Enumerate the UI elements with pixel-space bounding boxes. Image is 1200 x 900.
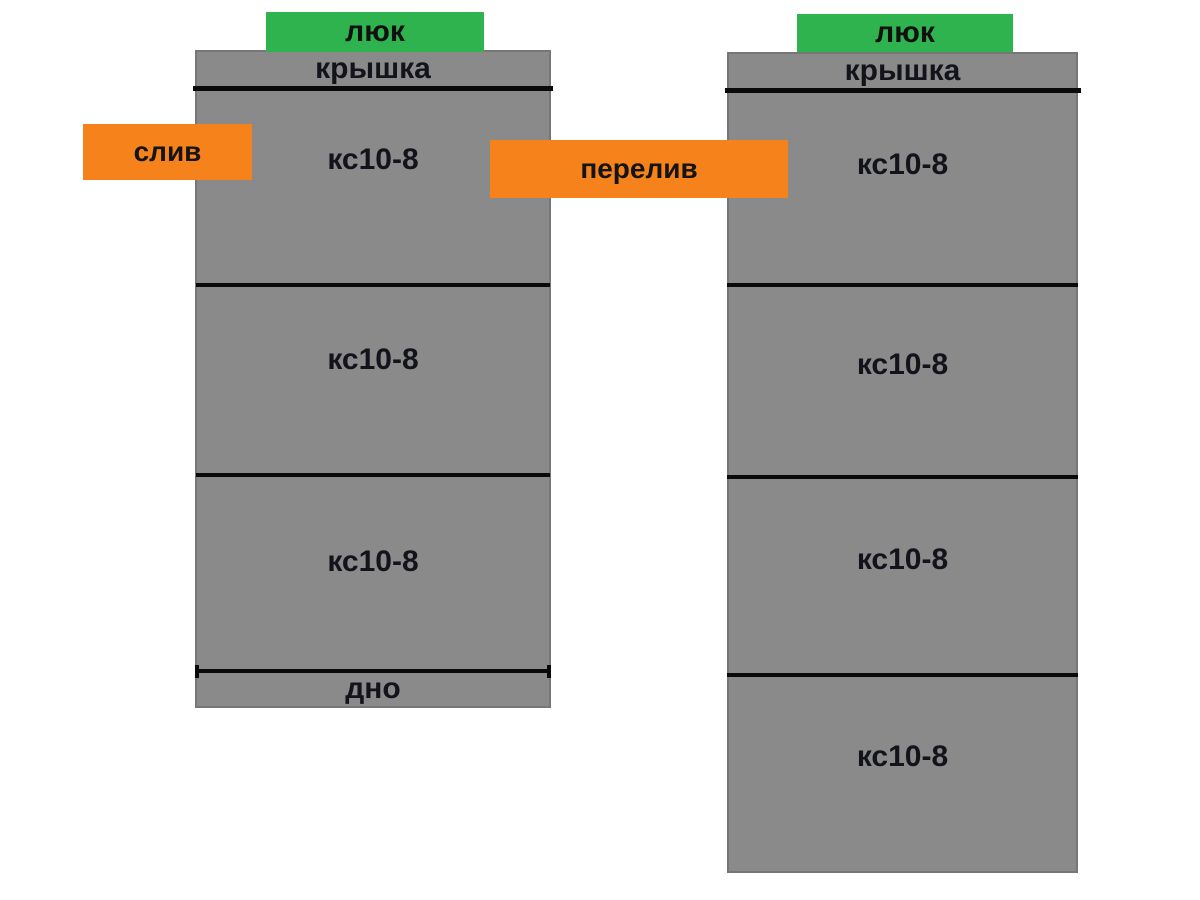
- left-bottom-label: дно: [345, 672, 401, 705]
- left-cover-joint-line: [193, 86, 553, 91]
- left-ring-section-1: кс10-8: [195, 140, 551, 180]
- left-ring-joint-line-2: [196, 473, 550, 477]
- bottom-line-right-tick: [547, 665, 551, 678]
- left-ring-section-3: кс10-8: [195, 542, 551, 582]
- left-ring-section-2: кс10-8: [195, 340, 551, 380]
- left-hatch-block: люк: [266, 12, 484, 52]
- right-ring-section-4: кс10-8: [727, 737, 1078, 777]
- left-cover-band: крышка: [195, 52, 551, 86]
- right-cover-joint-line: [725, 88, 1081, 93]
- right-ring-label-3: кс10-8: [856, 543, 949, 576]
- bottom-line-left-tick: [195, 665, 199, 678]
- right-ring-label-2: кс10-8: [856, 348, 949, 381]
- right-ring-section-1: кс10-8: [727, 145, 1078, 185]
- drain-label: слив: [133, 136, 202, 167]
- left-ring-label-1: кс10-8: [327, 143, 419, 176]
- overflow-pipe-block: перелив: [490, 140, 788, 198]
- right-ring-joint-line-1: [727, 283, 1078, 287]
- overflow-label: перелив: [580, 153, 698, 184]
- right-ring-label-1: кс10-8: [856, 148, 949, 181]
- left-bottom-slab-line: [195, 665, 551, 678]
- left-ring-joint-line-1: [196, 283, 550, 287]
- right-ring-joint-line-2: [727, 475, 1078, 479]
- left-cover-label: крышка: [315, 52, 431, 85]
- right-cover-label: крышка: [844, 54, 961, 87]
- left-bottom-band: дно: [195, 671, 551, 707]
- right-hatch-label: люк: [875, 16, 935, 49]
- right-ring-section-3: кс10-8: [727, 540, 1078, 580]
- right-ring-label-4: кс10-8: [856, 740, 949, 773]
- left-hatch-label: люк: [345, 15, 405, 48]
- left-ring-label-3: кс10-8: [327, 545, 419, 578]
- right-cover-band: крышка: [727, 54, 1078, 88]
- left-ring-label-2: кс10-8: [327, 343, 419, 376]
- right-ring-section-2: кс10-8: [727, 345, 1078, 385]
- right-ring-joint-line-3: [727, 673, 1078, 677]
- right-hatch-block: люк: [797, 14, 1013, 52]
- drain-pipe-block: слив: [83, 124, 252, 180]
